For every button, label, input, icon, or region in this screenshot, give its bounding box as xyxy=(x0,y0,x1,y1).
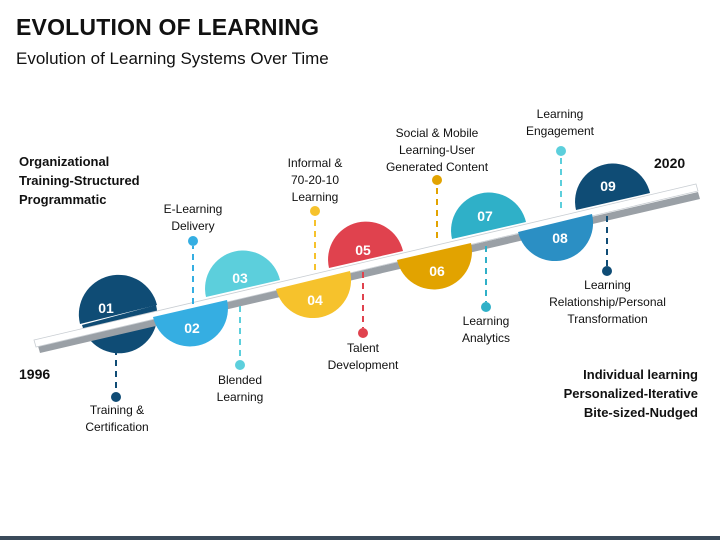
step-09-number: 09 xyxy=(600,178,616,194)
connector-dot-05 xyxy=(358,328,368,338)
timeline-ribbon-shadow xyxy=(38,192,700,353)
label-line: 70-20-10 xyxy=(290,173,340,187)
right-note-line: Individual learning xyxy=(583,367,698,382)
step-05-circle xyxy=(328,221,403,268)
step-09-circle xyxy=(575,163,650,210)
step-04-number: 04 xyxy=(307,292,323,308)
connector-dot-07 xyxy=(481,302,491,312)
label-line: Relationship/Personal xyxy=(549,295,666,309)
step-02-circle xyxy=(153,300,228,347)
end-year: 2020 xyxy=(654,155,686,171)
label-line: Social & Mobile xyxy=(395,126,479,140)
page-subtitle: Evolution of Learning Systems Over Time xyxy=(16,49,329,68)
step-01-number: 01 xyxy=(98,300,114,316)
label-line: E-Learning xyxy=(163,202,223,216)
label-line: Learning xyxy=(216,390,264,404)
label-line: Analytics xyxy=(461,331,511,345)
right-note: Individual learning Personalized-Iterati… xyxy=(564,365,698,422)
step-06-label: Social & Mobile Learning-User Generated … xyxy=(372,125,502,176)
connector-dot-04 xyxy=(310,206,320,216)
left-note: Organizational Training-Structured Progr… xyxy=(19,152,140,209)
step-02-label: E-Learning Delivery xyxy=(148,201,238,235)
label-line: Engagement xyxy=(525,124,595,138)
step-07-label: Learning Analytics xyxy=(441,313,531,347)
left-note-line: Organizational xyxy=(19,154,110,169)
left-note-line: Programmatic xyxy=(19,192,107,207)
label-line: Training & xyxy=(89,403,145,417)
right-note-line: Bite-sized-Nudged xyxy=(583,405,698,420)
connector-dot-02 xyxy=(188,236,198,246)
step-03-number: 03 xyxy=(232,270,248,286)
step-05-label: Talent Development xyxy=(313,340,413,374)
label-line: Learning xyxy=(536,107,584,121)
right-note-line: Personalized-Iterative xyxy=(563,386,698,401)
label-line: Transformation xyxy=(567,312,648,326)
label-line: Certification xyxy=(85,420,149,434)
label-line: Learning xyxy=(462,314,510,328)
connector-dot-09 xyxy=(602,266,612,276)
label-line: Delivery xyxy=(171,219,215,233)
label-line: Learning xyxy=(584,278,631,292)
label-line: Generated Content xyxy=(385,160,489,174)
step-01-circle xyxy=(78,274,157,324)
step-03-label: Blended Learning xyxy=(195,372,285,406)
label-line: Learning xyxy=(291,190,339,204)
page-title: EVOLUTION OF LEARNING xyxy=(16,14,320,40)
left-note-line: Training-Structured xyxy=(19,173,140,188)
label-line: Talent xyxy=(346,341,380,355)
step-04-circle xyxy=(276,271,352,319)
step-02-number: 02 xyxy=(184,320,200,336)
step-07-circle xyxy=(451,192,526,239)
start-year: 1996 xyxy=(19,366,51,382)
connector-dot-06 xyxy=(432,175,442,185)
step-06-number: 06 xyxy=(429,263,445,279)
connector-dot-08 xyxy=(556,146,566,156)
label-line: Development xyxy=(327,358,399,372)
step-08-label: Learning Engagement xyxy=(515,106,605,140)
step-08-circle xyxy=(518,214,594,262)
step-06-circle xyxy=(397,243,472,290)
step-04-label: Informal & 70-20-10 Learning xyxy=(270,155,360,206)
bottom-accent-bar xyxy=(0,536,720,540)
step-05-number: 05 xyxy=(355,242,371,258)
label-line: Blended xyxy=(217,373,263,387)
step-01-label: Training & Certification xyxy=(72,402,162,436)
label-line: Learning-User xyxy=(398,143,476,157)
step-09-label: Learning Relationship/Personal Transform… xyxy=(540,277,675,328)
connector-dot-03 xyxy=(235,360,245,370)
label-line: Informal & xyxy=(287,156,343,170)
connector-dot-01 xyxy=(111,392,121,402)
step-03-circle xyxy=(205,250,280,297)
step-08-number: 08 xyxy=(552,230,568,246)
step-07-number: 07 xyxy=(477,208,493,224)
